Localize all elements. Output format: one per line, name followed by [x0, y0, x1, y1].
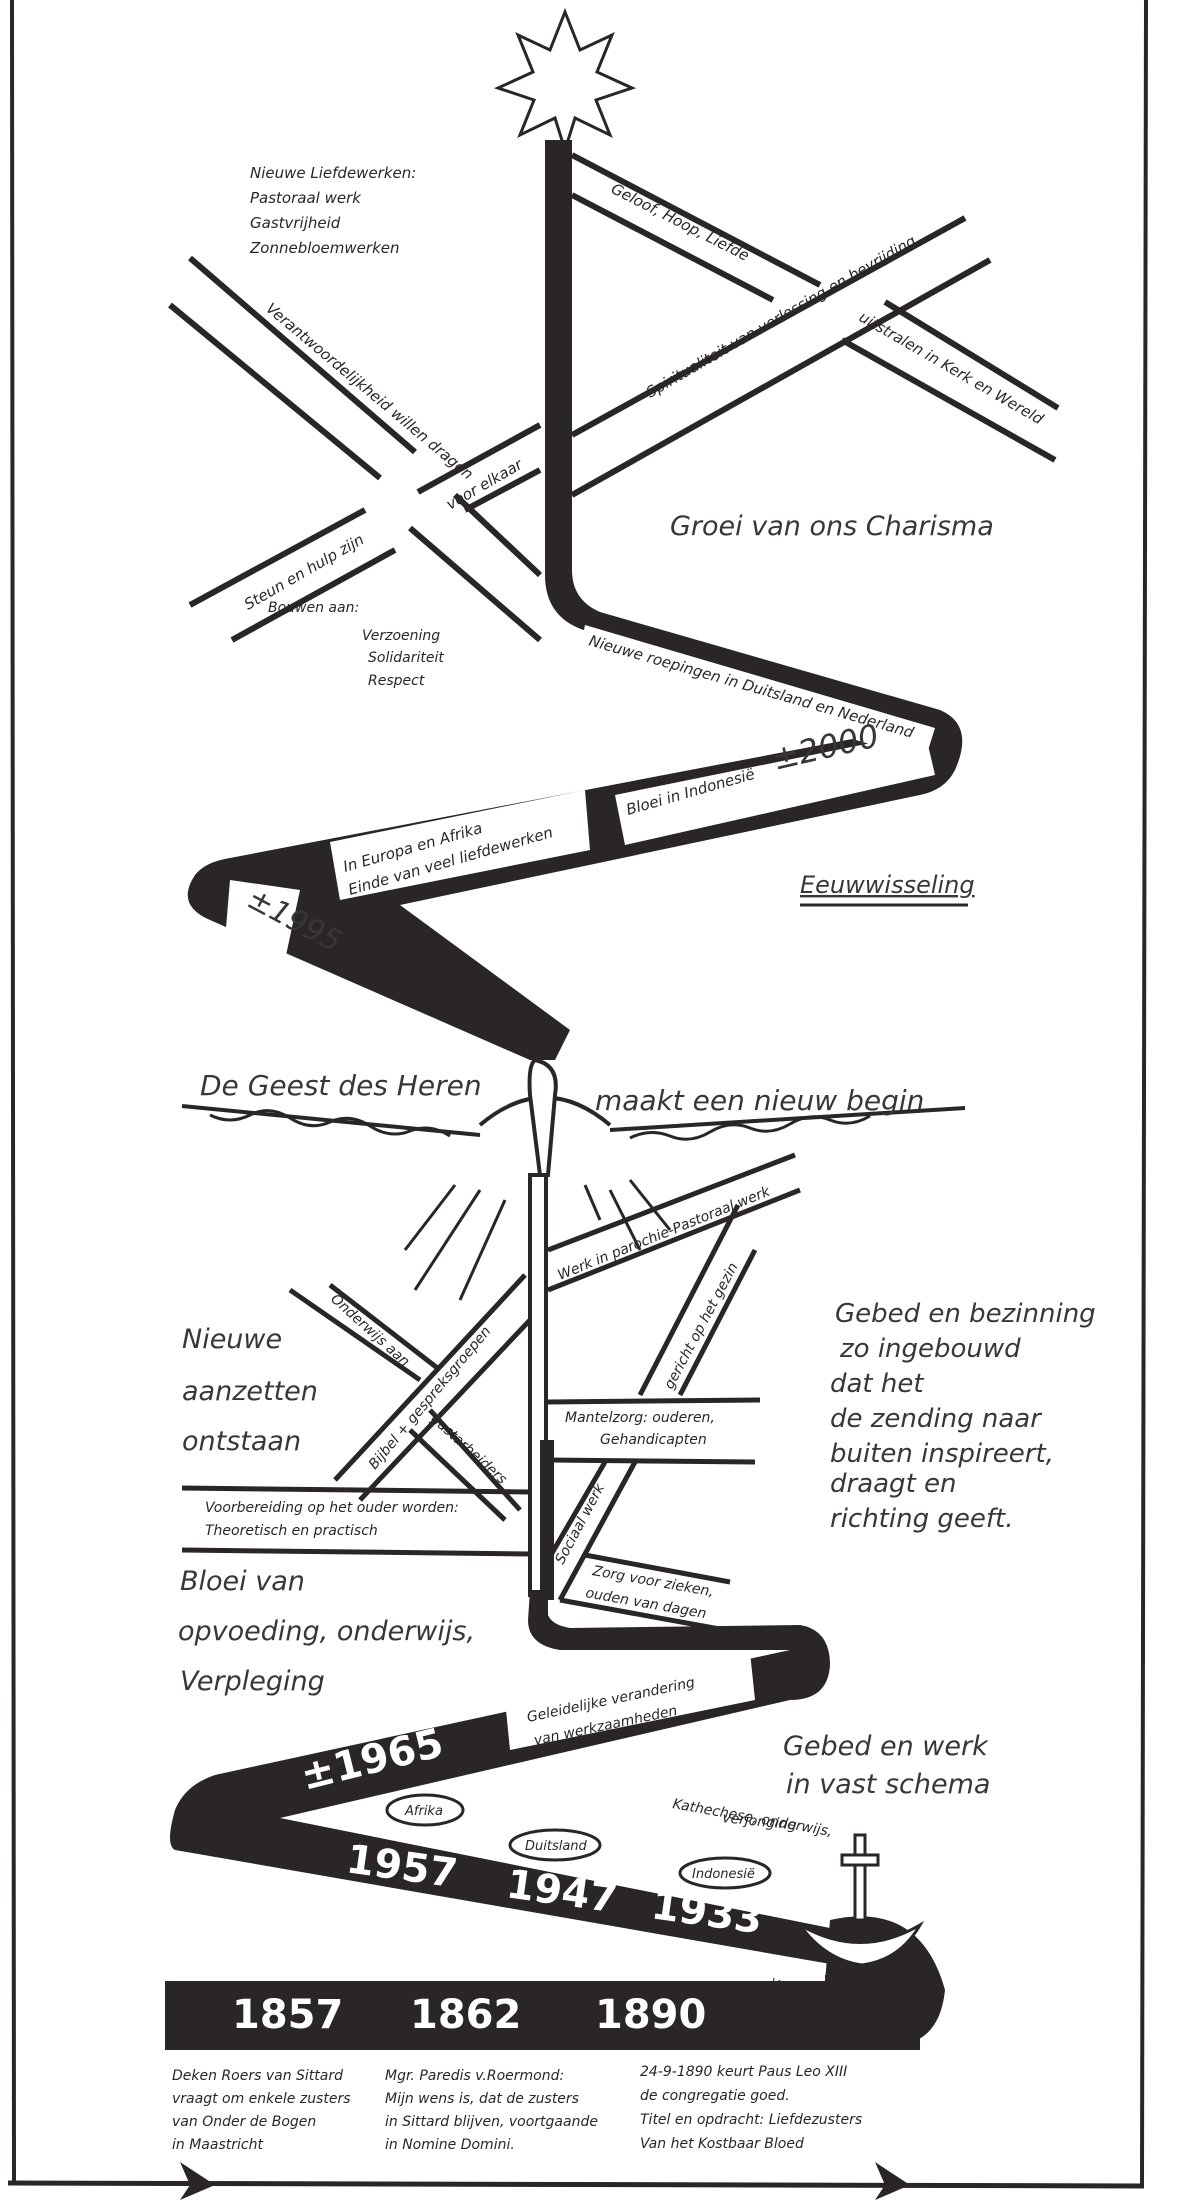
- side-line: Verpleging: [180, 1666, 325, 1697]
- label-eeuwwisseling: Eeuwwisseling: [800, 871, 975, 899]
- spirit-right: maakt een nieuw begin: [595, 1084, 924, 1117]
- caption-1890: 24-9-1890 keurt Paus Leo XIII de congreg…: [640, 2064, 862, 2152]
- caption-line: in Sittard blijven, voortgaande: [385, 2114, 598, 2130]
- label-verjonging: verjonging: [722, 1810, 798, 1834]
- caption-line: Mijn wens is, dat de zusters: [385, 2091, 579, 2107]
- caption-line: in Nomine Domini.: [385, 2137, 515, 2153]
- caption-1857: Deken Roers van Sittard vraagt om enkele…: [172, 2068, 351, 2153]
- band-label-uitstralen: uitstralen in Kerk en Wereld: [856, 308, 1047, 429]
- bouwen-item: Verzoening: [362, 628, 440, 644]
- side-line: de zending naar: [830, 1404, 1043, 1434]
- main-path-lower: [170, 1590, 872, 1970]
- side-line: Gebed en bezinning: [835, 1299, 1096, 1329]
- year-1890: 1890: [595, 1992, 706, 2038]
- year-1957: 1957: [344, 1836, 461, 1897]
- list-item: Zonnebloemwerken: [249, 239, 400, 257]
- label-onderwijs-aan: Onderwijs aan: [327, 1291, 412, 1370]
- page-frame: [7, 0, 1148, 2200]
- upper-labels: [225, 625, 935, 960]
- label-voorbereiding: Voorbereiding op het ouder worden:: [205, 1500, 459, 1516]
- gebed-werk-text: Gebed en werk in vast schema: [783, 1731, 990, 1800]
- bloei-van-text: Bloei van opvoeding, onderwijs, Verplegi…: [178, 1566, 475, 1697]
- caption-line: Titel en opdracht: Liefdezusters: [640, 2112, 862, 2128]
- side-line: Gebed en werk: [783, 1731, 989, 1762]
- main-path-upper: [187, 140, 963, 1060]
- list-item: Pastoraal werk: [250, 189, 362, 207]
- label-gastarbeiders: gastarbeiders: [427, 1411, 509, 1487]
- label-gehandicapten: Gehandicapten: [600, 1432, 707, 1448]
- tag-indonesie: Indonesië: [692, 1867, 755, 1882]
- arrow-right-icon: [875, 2162, 910, 2200]
- label-mantelzorg: Mantelzorg: ouderen,: [565, 1410, 715, 1426]
- side-line: Nieuwe: [182, 1324, 282, 1355]
- arrow-left-icon: [180, 2162, 215, 2200]
- star-icon: [493, 7, 637, 156]
- side-line: zo ingebouwd: [839, 1334, 1021, 1364]
- side-line: opvoeding, onderwijs,: [178, 1616, 475, 1647]
- caption-1862: Mgr. Paredis v.Roermond: Mijn wens is, d…: [385, 2068, 598, 2153]
- side-line: dat het: [830, 1369, 924, 1399]
- base-band: [165, 1975, 920, 2050]
- side-line: Bloei van: [180, 1566, 305, 1597]
- side-line: in vast schema: [786, 1769, 990, 1800]
- caption-line: de congregatie goed.: [640, 2088, 790, 2104]
- top-left-list: Nieuwe Liefdewerken: Pastoraal werk Gast…: [249, 164, 416, 257]
- list-item: Gastvrijheid: [250, 214, 341, 232]
- list-heading: Nieuwe Liefdewerken:: [250, 164, 416, 182]
- year-1947: 1947: [504, 1861, 621, 1922]
- year-1862: 1862: [410, 1992, 521, 2038]
- dove-icon: [478, 1057, 612, 1177]
- diagram-title: Groei van ons Charisma: [670, 511, 994, 542]
- caption-line: van Onder de Bogen: [172, 2114, 316, 2130]
- horizon: [181, 1104, 966, 1141]
- label-theoretisch: Theoretisch en practisch: [205, 1523, 378, 1539]
- caption-line: 24-9-1890 keurt Paus Leo XIII: [640, 2064, 847, 2080]
- side-line: buiten inspireert,: [830, 1439, 1054, 1469]
- caption-line: Mgr. Paredis v.Roermond:: [385, 2068, 564, 2084]
- year-1857: 1857: [232, 1992, 343, 2038]
- side-line: draagt en: [830, 1469, 957, 1499]
- bouwen-heading: Bouwen aan:: [268, 600, 359, 616]
- gebed-bezinning-text: Gebed en bezinning zo ingebouwd dat het …: [830, 1299, 1096, 1534]
- middle-bands: [181, 1152, 801, 1633]
- side-line: aanzetten: [182, 1376, 318, 1407]
- side-line: ontstaan: [182, 1426, 301, 1457]
- band-label-verantwoordelijkheid: Verantwoordelijkheid willen dragen: [262, 299, 476, 483]
- caption-line: Van het Kostbaar Bloed: [640, 2136, 804, 2152]
- top-bands: [168, 152, 1060, 643]
- bouwen-item: Respect: [368, 673, 425, 689]
- caption-line: vraagt om enkele zusters: [172, 2091, 351, 2107]
- caption-line: Deken Roers van Sittard: [172, 2068, 343, 2084]
- geleidelijke-panel: [505, 1652, 755, 1750]
- caption-line: in Maastricht: [172, 2137, 263, 2153]
- spirit-left: De Geest des Heren: [200, 1069, 482, 1102]
- nieuwe-aanzetten-text: Nieuwe aanzetten ontstaan: [182, 1324, 318, 1457]
- bouwen-item: Solidariteit: [368, 650, 444, 666]
- side-line: richting geeft.: [830, 1504, 1013, 1534]
- tag-afrika: Afrika: [404, 1804, 443, 1819]
- region-tags: [385, 1793, 772, 1890]
- tag-duitsland: Duitsland: [525, 1839, 588, 1854]
- bouwen-list: Bouwen aan: Verzoening Solidariteit Resp…: [268, 600, 444, 689]
- sun-rays: [403, 1179, 672, 1301]
